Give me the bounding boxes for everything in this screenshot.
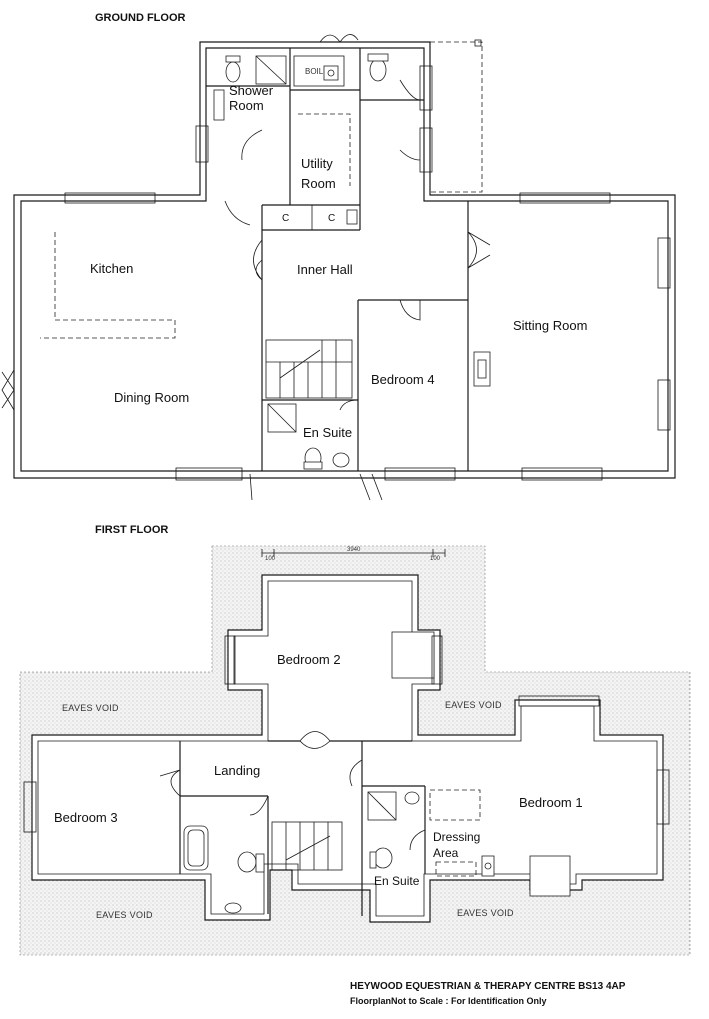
ground-floor-outer-wall <box>13 41 676 479</box>
eaves-void-label-4: EAVES VOID <box>457 908 514 918</box>
dressing-area-wardrobe <box>429 789 481 821</box>
first-en-suite-basin <box>404 791 420 805</box>
first-en-suite-door <box>409 829 426 851</box>
bathroom-door <box>249 795 269 816</box>
sitting-room-label: Sitting Room <box>513 318 587 333</box>
eaves-void-label-2: EAVES VOID <box>445 700 502 710</box>
bedroom-1-label: Bedroom 1 <box>519 795 583 810</box>
dining-room-label: Dining Room <box>114 390 189 405</box>
bedroom-4-door <box>399 299 421 321</box>
rear-corridor-window <box>419 127 433 173</box>
footer-note: FloorplanNot to Scale : For Identificati… <box>350 996 547 1006</box>
dressing-area-label-line1: Dressing <box>433 830 480 844</box>
bedroom-2-left-window <box>224 635 236 685</box>
shower-room-window <box>195 125 209 163</box>
bedroom-2-fireplace <box>391 631 435 679</box>
eaves-void-label-3: EAVES VOID <box>96 910 153 920</box>
bedroom-3-label: Bedroom 3 <box>54 810 118 825</box>
bedroom-1-dormer-window <box>518 695 600 707</box>
first-floor-plan: 100 3940 100 <box>19 545 691 956</box>
rear-entrance-double-doors <box>319 34 359 43</box>
sitting-room-side-window-1 <box>657 237 671 289</box>
sitting-room-double-doors <box>467 231 491 269</box>
cupboard-label-2: C <box>328 213 335 224</box>
ground-floor-staircase <box>265 339 353 399</box>
dimension-left: 100 <box>265 556 276 562</box>
eaves-void-label-1: EAVES VOID <box>62 703 119 713</box>
kitchen-double-doors <box>253 239 263 281</box>
dimension-right: 100 <box>430 556 441 562</box>
bedroom-2-label: Bedroom 2 <box>277 652 341 667</box>
utility-door <box>224 200 251 226</box>
first-floor-title: FIRST FLOOR <box>95 524 168 536</box>
shower-room-toilet <box>225 61 241 83</box>
dining-room-front-window <box>175 467 243 481</box>
rear-wc-door <box>399 79 421 101</box>
front-entrance-doors <box>359 473 383 501</box>
kitchen-window <box>64 192 156 204</box>
bathroom-basin <box>224 902 242 914</box>
sitting-room-side-window-2 <box>657 379 671 431</box>
ground-floor-marker <box>474 39 482 47</box>
rear-wc-toilet <box>369 58 387 82</box>
utility-room-label-line1: Utility <box>301 156 333 171</box>
landing-label: Landing <box>214 763 260 778</box>
ground-floor-dashed-area <box>429 41 483 193</box>
inner-hall-label: Inner Hall <box>297 262 353 277</box>
boiler-box <box>293 55 345 87</box>
utility-worktop-outline <box>298 113 351 186</box>
bedroom-2-right-window <box>431 635 443 685</box>
kitchen-worktop-outline <box>40 232 176 339</box>
sitting-room-rear-window <box>519 192 611 204</box>
sitting-room-front-window <box>521 467 603 481</box>
shower-room-label-line2: Room <box>229 98 264 113</box>
utility-room-label-line2: Room <box>301 176 336 191</box>
ground-en-suite-label: En Suite <box>303 425 352 440</box>
boiler-label: BOILER <box>305 67 335 76</box>
bedroom-1-fireplace <box>529 855 571 897</box>
cupboard-label-1: C <box>282 213 289 224</box>
ground-floor-plan: BOILER C C <box>1 34 676 501</box>
bedroom-3-door <box>159 769 181 797</box>
ground-floor-inner-wall <box>20 47 669 472</box>
bedroom-1-window <box>656 769 670 825</box>
first-en-suite-label: En Suite <box>374 874 420 888</box>
bedroom-1-door <box>349 759 363 787</box>
bathroom-toilet <box>237 851 257 873</box>
first-floor-staircase <box>271 821 343 871</box>
kitchen-label: Kitchen <box>90 261 133 276</box>
shower-room-door <box>241 129 263 161</box>
dimension-main: 3940 <box>347 547 361 553</box>
bedroom-4-front-window <box>384 467 456 481</box>
shower-room-label-line1: Shower <box>229 83 274 98</box>
bedroom-2-double-doors <box>299 731 331 749</box>
en-suite-door <box>339 399 359 411</box>
footer-title: HEYWOOD EQUESTRIAN & THERAPY CENTRE BS13… <box>350 981 626 992</box>
first-floor-outer-wall <box>31 574 664 923</box>
ground-floor-title: GROUND FLOOR <box>95 12 185 24</box>
first-floor-inner-wall <box>37 580 658 917</box>
en-suite-basin <box>332 452 350 468</box>
bedroom-4-label: Bedroom 4 <box>371 372 435 387</box>
first-en-suite-toilet <box>373 847 393 869</box>
bedroom-3-window <box>23 781 37 833</box>
rear-wc-window <box>419 65 433 111</box>
shower-room-basin <box>213 89 225 121</box>
dressing-area-label-line2: Area <box>433 846 459 860</box>
dining-room-french-doors <box>1 369 15 411</box>
